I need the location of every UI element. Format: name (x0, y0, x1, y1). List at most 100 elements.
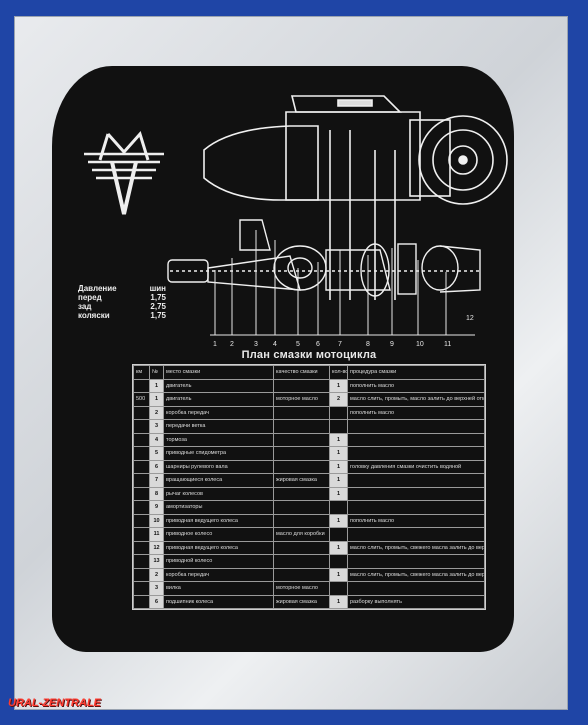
watermark: URAL-ZENTRALE (8, 697, 101, 709)
table-cell: приводной колесо (163, 554, 274, 569)
table-cell: приводное колесо (163, 527, 274, 542)
table-cell: приводная ведущего колеса (163, 513, 274, 528)
part-number: 2 (230, 341, 234, 348)
table-cell: 9 (149, 500, 164, 515)
table-cell (329, 500, 348, 515)
table-cell: двигатель (163, 392, 274, 407)
table-cell: 3 (149, 581, 164, 596)
part-tag: 12 (466, 315, 474, 322)
table-cell: 6 (149, 594, 164, 609)
table-cell: 11 (149, 527, 164, 542)
table-cell (133, 446, 150, 461)
table-cell: приводные спидометра (163, 446, 274, 461)
table-cell (273, 446, 330, 461)
table-cell (133, 594, 150, 609)
table-cell: масло для коробки (273, 527, 330, 542)
table-cell: масло слить, промыть, свежего масла зали… (347, 540, 485, 555)
part-number: 6 (316, 341, 320, 348)
table-cell: коробка передач (163, 567, 274, 582)
table-cell: 10 (149, 513, 164, 528)
table-cell: двигатель (163, 378, 274, 393)
table-cell: 1 (329, 446, 348, 461)
table-header-cell: № (149, 365, 164, 380)
table-cell: пополнить масло (347, 513, 485, 528)
table-cell: вращающиеся колеса (163, 473, 274, 488)
part-number: 10 (416, 341, 424, 348)
table-cell: головку давления смазки очистить водяной (347, 459, 485, 474)
table-cell (347, 527, 485, 542)
table-cell (133, 527, 150, 542)
table-cell (133, 486, 150, 501)
table-cell: пополнить масло (347, 378, 485, 393)
table-cell: 1 (329, 486, 348, 501)
part-number: 9 (390, 341, 394, 348)
table-cell: 1 (149, 392, 164, 407)
table-cell: 5 (149, 446, 164, 461)
table-cell: масло слить, промыть, масло залить до ве… (347, 392, 485, 407)
pressure-value: 1,75 (150, 311, 166, 320)
table-cell (273, 459, 330, 474)
part-number: 11 (444, 341, 451, 348)
table-cell: амортизаторы (163, 500, 274, 515)
table-cell: 1 (329, 432, 348, 447)
table-cell (133, 405, 150, 420)
table-cell (133, 567, 150, 582)
table-header-cell: кол-во (329, 365, 348, 380)
table-cell (133, 378, 150, 393)
table-cell (133, 513, 150, 528)
table-cell: 1 (329, 540, 348, 555)
table-cell: 1 (329, 513, 348, 528)
table-cell: разборку выполнять (347, 594, 485, 609)
table-cell: 4 (149, 432, 164, 447)
table-cell (347, 432, 485, 447)
table-cell (273, 540, 330, 555)
table-cell (273, 419, 330, 434)
pressure-label: зад (78, 302, 92, 311)
table-cell (329, 554, 348, 569)
table-cell: шарниры рулевого вала (163, 459, 274, 474)
table-cell: жировая смазка (273, 594, 330, 609)
table-cell: приводная ведущего колеса (163, 540, 274, 555)
pressure-value: 2,75 (150, 302, 166, 311)
table-cell: 2 (149, 405, 164, 420)
table-cell (133, 540, 150, 555)
table-cell (273, 378, 330, 393)
table-cell (273, 554, 330, 569)
table-cell (133, 419, 150, 434)
table-cell: 3 (149, 419, 164, 434)
table-cell: вилка (163, 581, 274, 596)
table-cell (329, 527, 348, 542)
table-cell (273, 500, 330, 515)
table-cell (347, 554, 485, 569)
table-cell: жировая смазка (273, 473, 330, 488)
pressure-title: Давление (78, 284, 117, 293)
table-cell (347, 446, 485, 461)
table-cell (347, 419, 485, 434)
table-cell: 6 (149, 459, 164, 474)
table-cell: 1 (329, 594, 348, 609)
pressure-label: перед (78, 293, 102, 302)
table-cell: коробка передач (163, 405, 274, 420)
table-cell (133, 432, 150, 447)
table-cell: 2 (149, 567, 164, 582)
table-cell: 12 (149, 540, 164, 555)
table-cell: моторное масло (273, 392, 330, 407)
table-cell (347, 486, 485, 501)
table-cell: 1 (149, 378, 164, 393)
table-header-cell: процедура смазки (347, 365, 485, 380)
table-cell: 1 (329, 378, 348, 393)
table-cell (273, 405, 330, 420)
